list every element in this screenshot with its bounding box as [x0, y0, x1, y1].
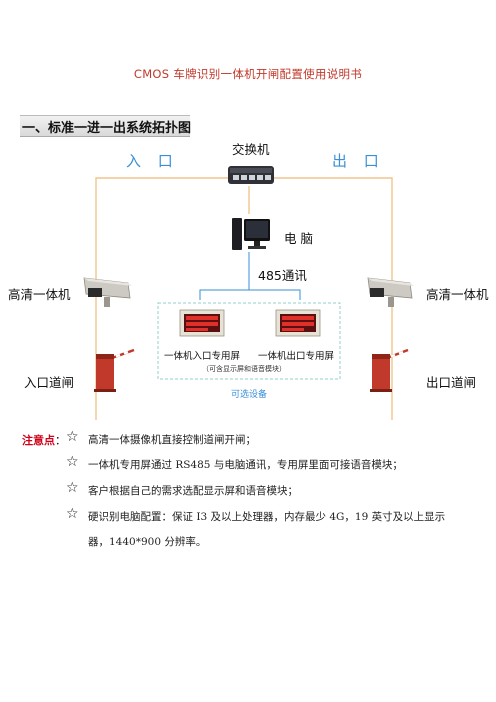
gate-out-icon — [370, 348, 409, 392]
computer-label: 电 脑 — [284, 231, 313, 246]
switch-icon — [228, 166, 274, 184]
camera-right-label: 高清一体机 — [426, 287, 489, 302]
star-bullet-icon: ☆ — [66, 429, 79, 445]
note-item-4: 硬识别电脑配置：保证 I3 及以上处理器，内存最少 4G，19 英寸及以上显示 — [88, 511, 446, 523]
optional-equipment-box — [157, 302, 341, 380]
exit-label: 出 口 — [332, 152, 385, 170]
screen-out-label: 一体机出口专用屏 — [258, 351, 335, 362]
star-bullet-icon: ☆ — [66, 506, 79, 522]
screen-in-icon — [179, 309, 225, 337]
document-title: CMOS 车牌识别一体机开闸配置使用说明书 — [133, 67, 363, 81]
notes-heading-colon: ： — [55, 434, 66, 447]
screen-note: （可含显示屏和语音模块） — [202, 365, 286, 373]
notes-heading: 注意点： — [22, 432, 66, 448]
star-bullet-icon: ☆ — [66, 480, 79, 496]
camera-right-icon — [367, 277, 414, 307]
link-switch-left — [95, 177, 228, 420]
section-heading: 一、标准一进一出系统拓扑图 — [22, 121, 192, 136]
link-bus — [199, 289, 301, 300]
screen-in-label: 一体机入口专用屏 — [164, 351, 241, 362]
camera-left-label: 高清一体机 — [8, 287, 71, 302]
gate-in-label: 入口道闸 — [24, 375, 75, 390]
note-item-4-continued: 器，1440*900 分辨率。 — [88, 536, 207, 548]
notes-heading-text: 注意点 — [22, 434, 55, 447]
note-item-3: 客户根据自己的需求选配显示屏和语音模块； — [88, 485, 298, 497]
link-switch-right — [270, 177, 393, 420]
gate-out-label: 出口道闸 — [426, 375, 477, 390]
optional-equipment-label: 可选设备 — [231, 390, 268, 400]
note-item-2: 一体机专用屏通过 RS485 与电脑通讯，专用屏里面可接语音模块； — [88, 459, 403, 471]
camera-left-icon — [83, 277, 132, 307]
note-item-1: 高清一体摄像机直接控制道闸开闸； — [88, 434, 256, 446]
gate-in-icon — [94, 348, 135, 392]
switch-label: 交换机 — [232, 142, 270, 157]
section-heading-bar — [20, 115, 190, 137]
rs485-label: 485通讯 — [258, 268, 307, 283]
star-bullet-icon: ☆ — [66, 454, 79, 470]
computer-icon — [232, 218, 270, 250]
screen-out-icon — [275, 309, 321, 337]
entrance-label: 入 口 — [126, 152, 179, 170]
